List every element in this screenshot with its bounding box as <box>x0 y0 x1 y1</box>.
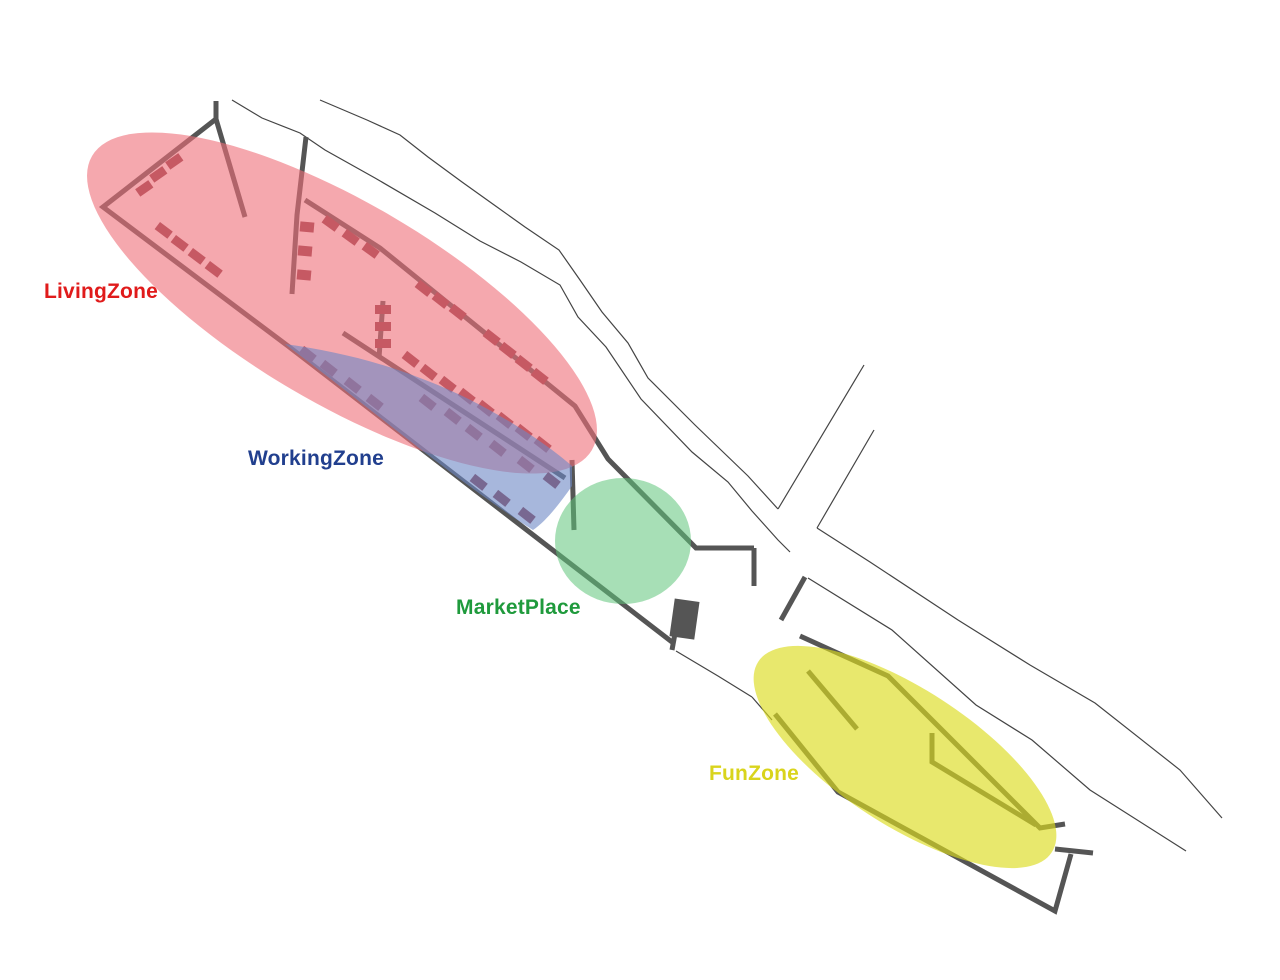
market-stall <box>669 598 700 640</box>
livingzone-label: LivingZone <box>44 280 158 303</box>
workingzone-label: WorkingZone <box>248 447 384 470</box>
living-zone-area <box>87 132 597 474</box>
funzone-area <box>753 645 1057 869</box>
funzone-label: FunZone <box>709 762 800 785</box>
marketplace-area <box>555 478 691 604</box>
marketplace-label: MarketPlace <box>456 596 581 619</box>
road-outlines <box>231 99 1223 852</box>
working-zone-area <box>285 344 572 530</box>
